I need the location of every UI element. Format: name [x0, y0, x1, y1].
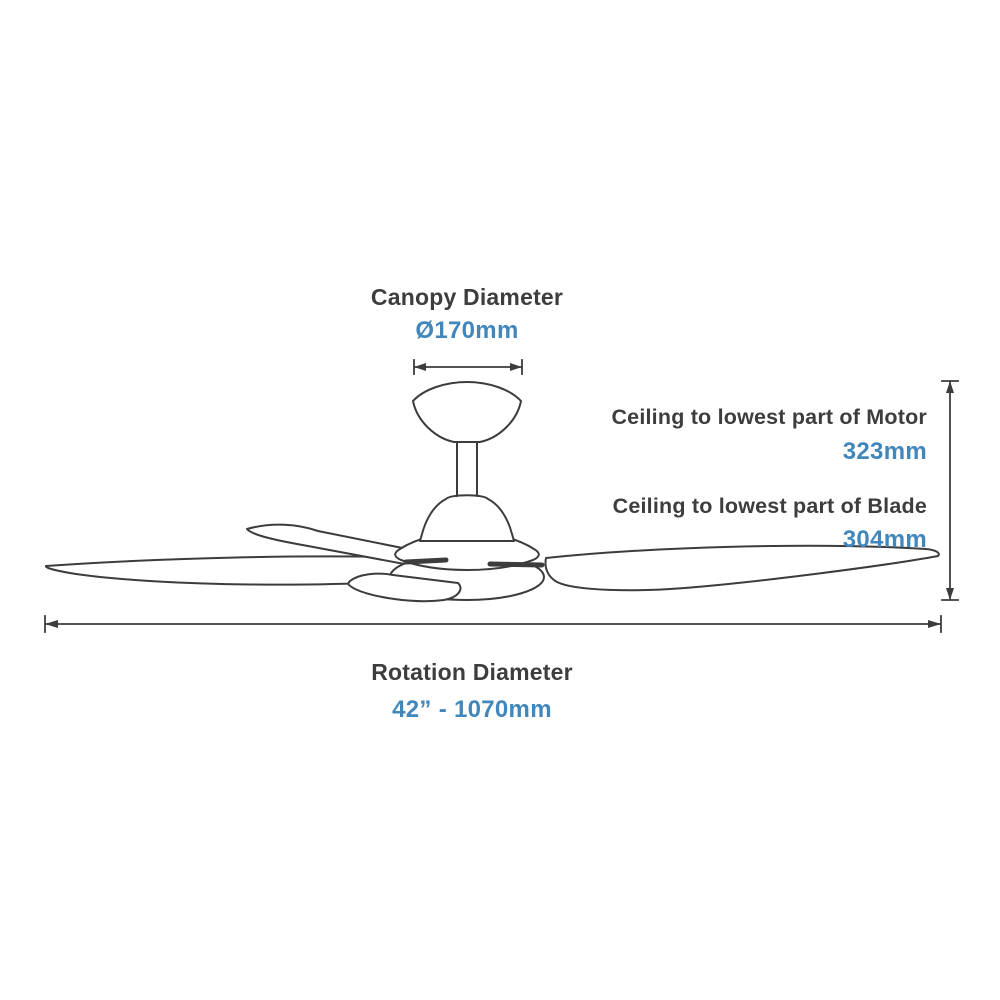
- rotation-diameter-value: 42” - 1070mm: [392, 695, 552, 723]
- canopy-dimension-group: Canopy Diameter Ø170mm: [267, 284, 667, 345]
- rotation-dimension-group: Rotation Diameter 42” - 1070mm: [272, 659, 672, 724]
- height-dimension-line: [941, 380, 959, 601]
- fan-blade-bracket-left: [403, 557, 449, 565]
- fan-blade-right: [544, 544, 940, 592]
- motor-clearance-label: Ceiling to lowest part of Motor: [611, 405, 927, 429]
- canopy-diameter-value: Ø170mm: [415, 316, 519, 344]
- fan-canopy: [412, 381, 522, 443]
- blade-clearance-label: Ceiling to lowest part of Blade: [612, 493, 927, 518]
- blade-clearance-value: 304mm: [842, 526, 927, 554]
- rotation-dimension-line: [44, 615, 942, 633]
- fan-blade-front: [347, 572, 462, 603]
- canopy-diameter-label: Canopy Diameter: [370, 284, 564, 310]
- rotation-diameter-label: Rotation Diameter: [371, 659, 573, 685]
- canopy-dimension-line: [413, 359, 523, 375]
- motor-clearance-value: 323mm: [842, 437, 927, 465]
- fan-blade-bracket-right: [487, 561, 545, 568]
- clearance-dimension-group: Ceiling to lowest part of Motor 323mm Ce…: [507, 405, 927, 555]
- ceiling-fan-illustration: [44, 381, 940, 603]
- fan-motor-mount: [419, 494, 515, 542]
- fan-downrod: [456, 441, 478, 497]
